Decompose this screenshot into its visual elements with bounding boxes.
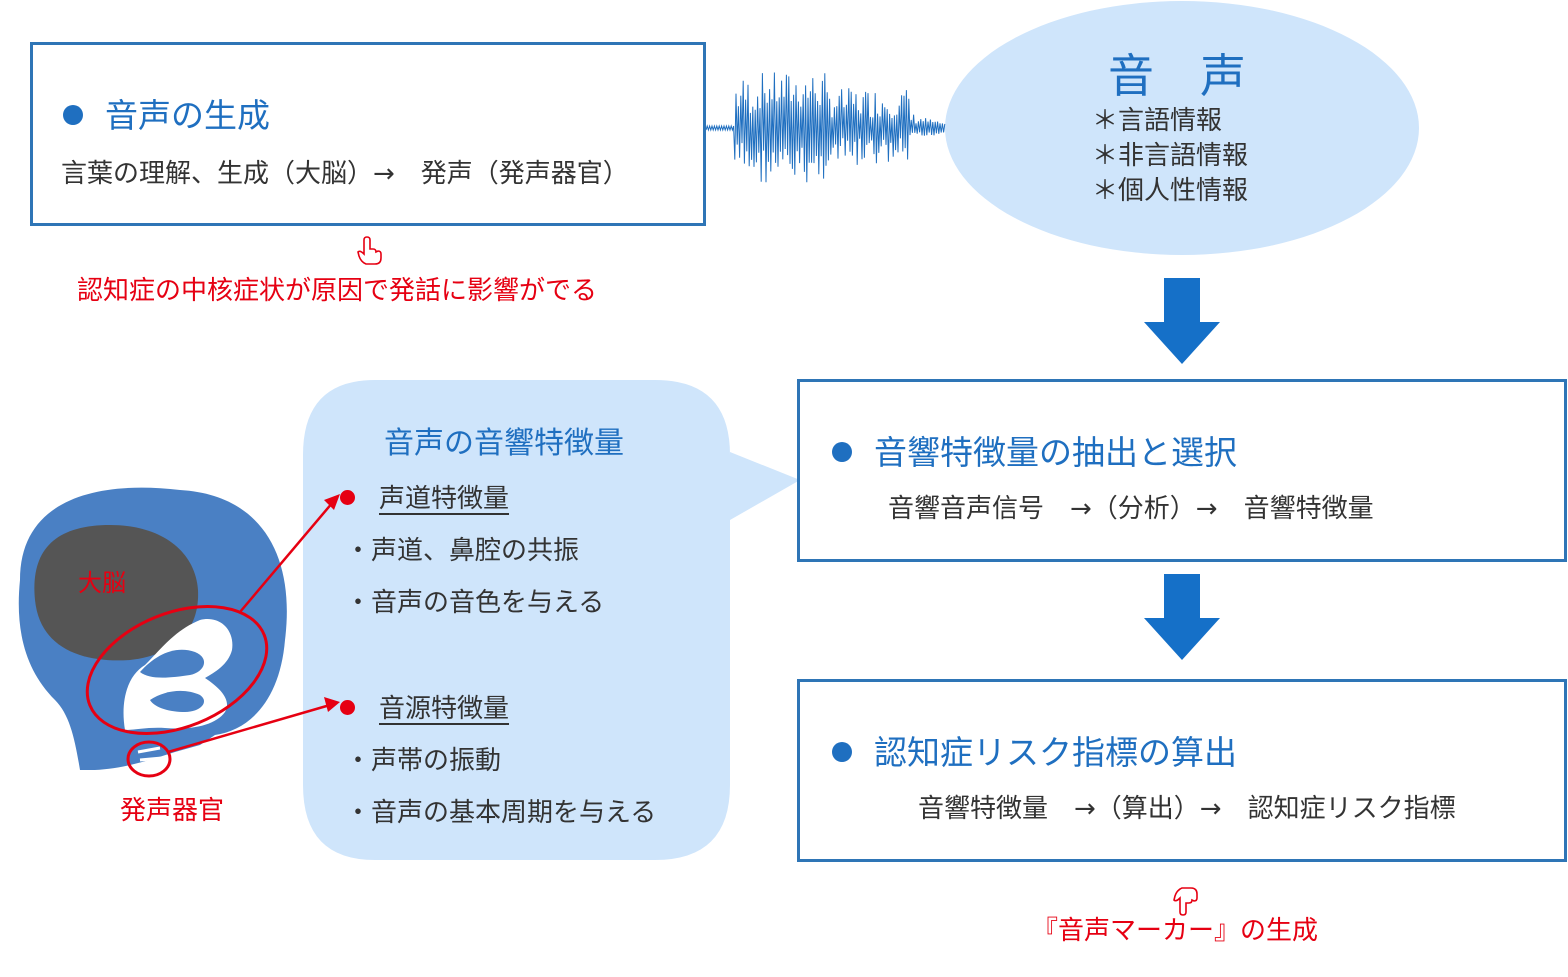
red-bullet-icon	[340, 700, 355, 715]
bullet-icon	[63, 104, 83, 125]
risk-box: 認知症リスク指標の算出 音響特徴量 →（算出）→ 認知症リスク指標	[797, 679, 1567, 862]
bullet-icon	[832, 741, 852, 762]
risk-title-row: 認知症リスク指標の算出	[832, 726, 1237, 774]
extraction-title: 音響特徴量の抽出と選択	[874, 433, 1237, 472]
voice-item: ＊言語情報	[1092, 106, 1223, 136]
organ-label: 発声器官	[120, 796, 225, 826]
vocal-tract-item: ・声道、鼻腔の共振	[345, 536, 580, 566]
down-arrow-2	[1144, 574, 1220, 660]
vocal-tract-highlight	[85, 604, 269, 736]
source-heading: 音源特徴量	[340, 688, 509, 725]
risk-title: 認知症リスク指標の算出	[874, 733, 1237, 772]
marker-note: 『音声マーカー』の生成	[1032, 916, 1319, 946]
head-diagram	[18, 487, 287, 770]
bullet-icon	[832, 441, 852, 462]
pointing-hand-down-icon	[1173, 887, 1198, 916]
voice-ellipse	[945, 1, 1419, 255]
voice-items: ＊言語情報 ＊非言語情報 ＊個人性情報	[1092, 104, 1248, 209]
cause-note: 認知症の中核症状が原因で発話に影響がでる	[77, 276, 598, 306]
extraction-title-row: 音響特徴量の抽出と選択	[832, 426, 1237, 474]
vocal-tract-item: ・音声の音色を与える	[345, 588, 605, 618]
pointing-hand-up-icon	[357, 236, 382, 265]
speech-waveform-icon	[705, 72, 946, 183]
generation-box: 音声の生成 言葉の理解、生成（大脳）→ 発声（発声器官）	[30, 42, 706, 226]
generation-line: 言葉の理解、生成（大脳）→ 発声（発声器官）	[61, 159, 629, 189]
risk-line: 音響特徴量 →（算出）→ 認知症リスク指標	[918, 794, 1456, 824]
brain-label: 大脳	[78, 569, 126, 597]
feature-title: 音声の音響特徴量	[384, 426, 624, 461]
generation-title-row: 音声の生成	[63, 89, 270, 137]
vocal-tract-heading: 声道特徴量	[340, 478, 509, 515]
voice-item: ＊非言語情報	[1092, 141, 1249, 171]
feature-callout-shape	[303, 380, 800, 860]
source-title: 音源特徴量	[379, 694, 510, 724]
extraction-box: 音響特徴量の抽出と選択 音響音声信号 →（分析）→ 音響特徴量	[797, 379, 1567, 562]
red-bullet-icon	[340, 490, 355, 505]
voice-title: 音 声	[1108, 49, 1246, 103]
generation-title: 音声の生成	[105, 96, 270, 135]
source-item: ・声帯の振動	[345, 746, 502, 776]
down-arrow-1	[1144, 278, 1220, 364]
waveform-trace	[705, 72, 946, 183]
voice-item: ＊個人性情報	[1092, 176, 1249, 206]
vocal-cord-highlight	[126, 740, 172, 778]
source-item: ・音声の基本周期を与える	[345, 798, 657, 828]
extraction-line: 音響音声信号 →（分析）→ 音響特徴量	[888, 494, 1374, 524]
pointer-arrows	[167, 494, 340, 754]
vocal-tract-title: 声道特徴量	[379, 484, 510, 514]
